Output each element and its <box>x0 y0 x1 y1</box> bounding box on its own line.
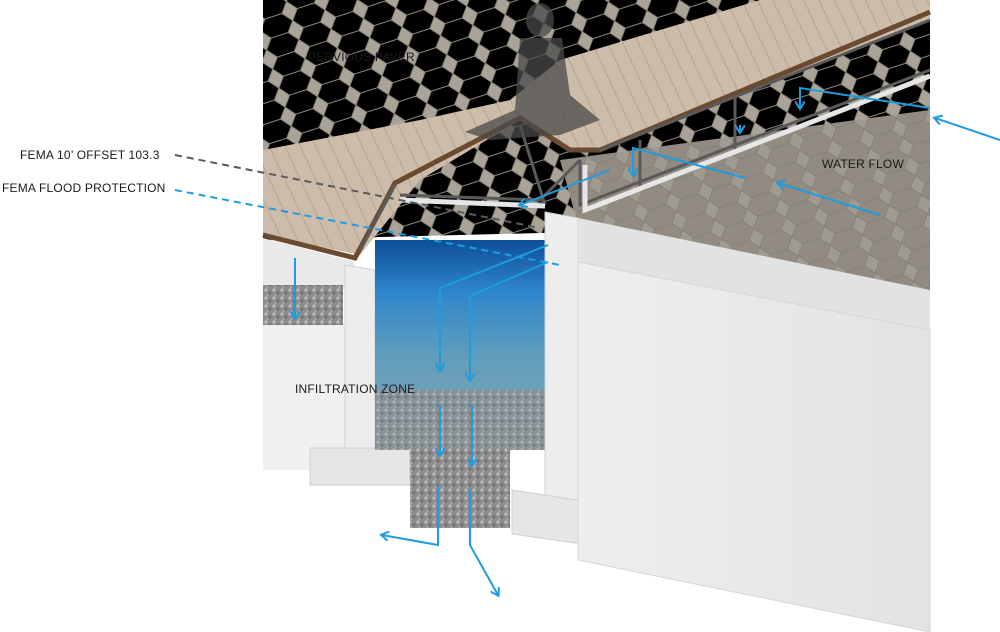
fema-flood-protection-label: FEMA FLOOD PROTECTION <box>2 181 166 195</box>
water-flow-label: WATER FLOW <box>822 157 904 171</box>
fema-offset-label: FEMA 10’ OFFSET 103.3 <box>20 148 160 162</box>
left-gravel-layer <box>263 285 343 325</box>
base-gravel <box>410 448 510 528</box>
pervious-paver-label: PERVIOUS PAVER <box>308 50 415 64</box>
left-footing <box>310 448 410 485</box>
right-column <box>545 212 578 500</box>
infiltration-gravel <box>375 390 545 450</box>
left-column <box>345 265 375 448</box>
infiltration-zone-label: INFILTRATION ZONE <box>295 382 415 396</box>
